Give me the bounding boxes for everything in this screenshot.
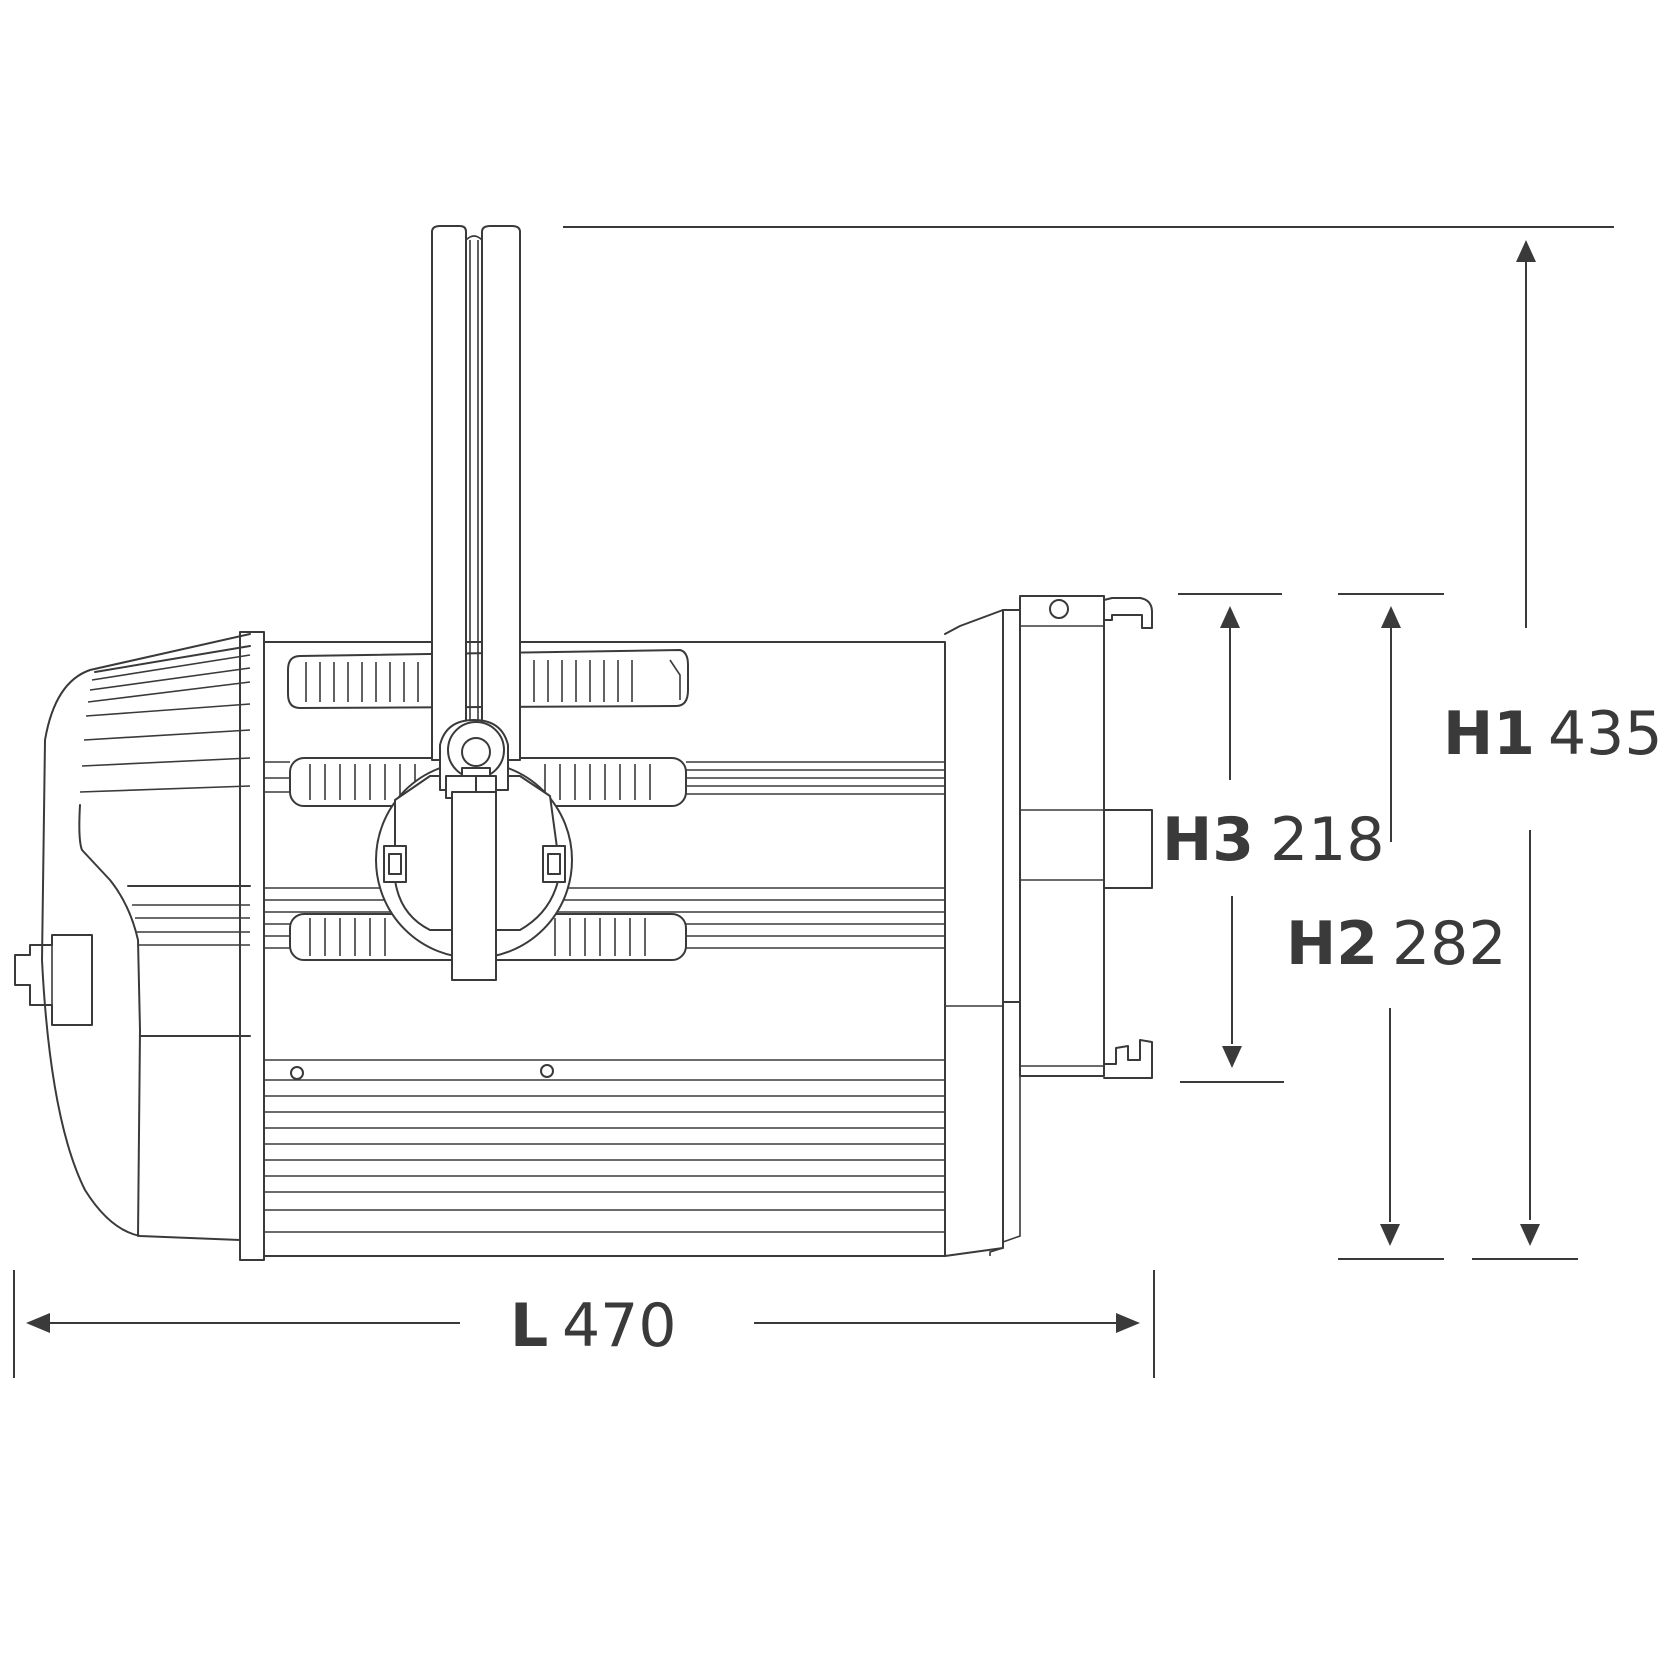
h1-code: H1 [1443, 699, 1535, 769]
label-h3: H3 218 [1162, 805, 1385, 875]
lock-handle [451, 791, 497, 981]
h2-value: 282 [1392, 909, 1507, 979]
rear-housing [14, 633, 251, 1241]
upper-grip [287, 649, 689, 709]
label-length: L 470 [510, 1291, 677, 1361]
length-code: L [510, 1291, 548, 1361]
length-value: 470 [562, 1291, 677, 1361]
rear-flange [239, 631, 265, 1261]
main-body [263, 641, 946, 1257]
h3-value: 218 [1270, 805, 1385, 875]
spotlight-fixture-outline [14, 225, 1153, 1261]
dimension-lines [13, 226, 1614, 1378]
label-h1: H1 435 [1443, 699, 1663, 769]
label-h2: H2 282 [1286, 909, 1507, 979]
h3-code: H3 [1162, 805, 1254, 875]
yoke-pivot [375, 719, 573, 981]
yoke [431, 225, 521, 761]
front-knob [1103, 809, 1153, 889]
h1-value: 435 [1548, 699, 1663, 769]
gel-frame-holder [1019, 595, 1153, 1079]
h2-code: H2 [1286, 909, 1378, 979]
power-connector [14, 934, 93, 1026]
front-collar [944, 609, 1021, 1257]
